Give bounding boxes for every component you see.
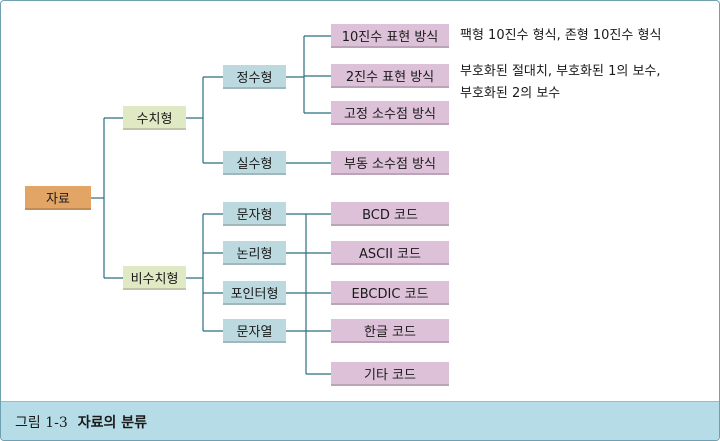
node-method-fixed-point: 고정 소수점 방식 xyxy=(331,101,449,125)
note-binary-formats-line1: 부호화된 절대치, 부호화된 1의 보수, xyxy=(460,64,661,79)
figure-title: 자료의 분류 xyxy=(77,414,148,431)
note-binary-formats-line2: 부호화된 2의 보수 xyxy=(460,86,561,101)
node-code-bcd: BCD 코드 xyxy=(331,202,449,226)
node-code-other: 기타 코드 xyxy=(331,362,449,386)
node-integer: 정수형 xyxy=(223,65,286,89)
node-root-data: 자료 xyxy=(25,186,91,210)
node-type-string: 문자열 xyxy=(223,319,286,343)
node-method-floating-point: 부동 소수점 방식 xyxy=(331,151,449,175)
note-decimal-formats: 팩형 10진수 형식, 존형 10진수 형식 xyxy=(460,28,662,43)
node-real: 실수형 xyxy=(223,151,286,175)
node-method-decimal: 10진수 표현 방식 xyxy=(331,24,449,48)
tree-connectors xyxy=(91,35,331,375)
figure-caption: 그림 1-3 자료의 분류 xyxy=(1,401,719,440)
node-code-ebcdic: EBCDIC 코드 xyxy=(331,281,449,305)
node-type-character: 문자형 xyxy=(223,202,286,226)
node-code-hangul: 한글 코드 xyxy=(331,319,449,343)
node-type-pointer: 포인터형 xyxy=(223,281,286,305)
node-code-ascii: ASCII 코드 xyxy=(331,241,449,265)
figure-number: 그림 1-3 xyxy=(15,414,68,431)
node-type-logical: 논리형 xyxy=(223,241,286,265)
node-numeric: 수치형 xyxy=(123,106,186,130)
node-method-binary: 2진수 표현 방식 xyxy=(331,64,449,88)
node-non-numeric: 비수치형 xyxy=(123,266,186,290)
